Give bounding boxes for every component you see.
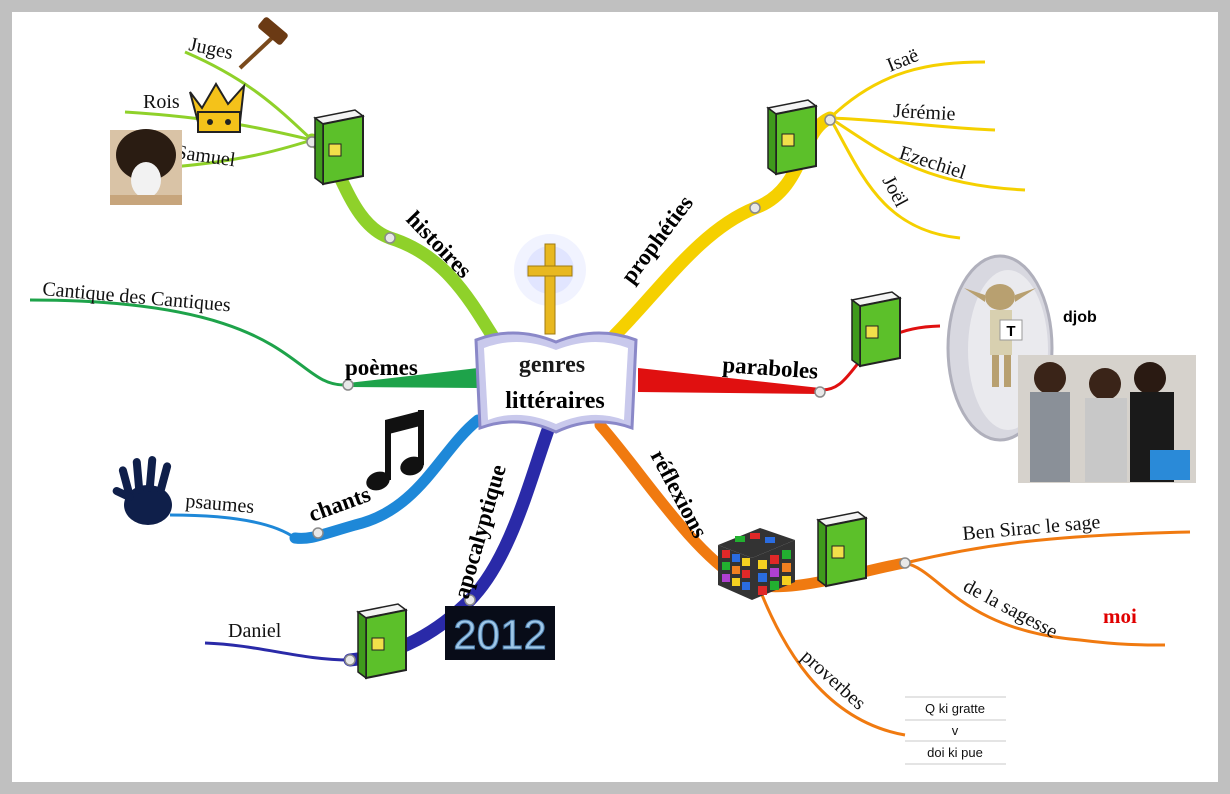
leaf-ezechiel[interactable]: Ezechiel [896, 142, 969, 184]
joint-dot [342, 379, 354, 391]
book-icon [851, 291, 901, 367]
table-row-2: v [952, 723, 959, 738]
mind-map: genres littéraires histoires prophéties … [29, 17, 1196, 765]
book-icon [817, 511, 867, 587]
group-photo [1018, 355, 1196, 483]
branch-chants-line [289, 414, 484, 544]
rubiks-cube-icon [718, 528, 795, 600]
joint-dot [824, 114, 836, 126]
t-badge-text: T [1006, 323, 1015, 340]
leaf-sagesse-line [904, 561, 1166, 647]
table-row-3: doi ki pue [927, 745, 983, 760]
moi-label: moi [1103, 604, 1137, 628]
leaf-juges-line [184, 50, 314, 142]
leaf-cantique[interactable]: Cantique des Cantiques [42, 278, 232, 316]
leaf-rois[interactable]: Rois [143, 91, 180, 113]
djob-label: djob [1063, 309, 1097, 326]
leaf-ezechiel-line [829, 116, 1026, 192]
open-bible-icon[interactable]: genres littéraires [474, 331, 638, 434]
leaf-jeremie[interactable]: Jérémie [893, 100, 956, 125]
joint-dot [749, 202, 761, 214]
joint-dot [344, 654, 356, 666]
joint-dot [814, 386, 826, 398]
branch-poemes-wedge [348, 368, 478, 388]
leaf-juges[interactable]: Juges [187, 33, 235, 64]
branch-paraboles-wedge [638, 368, 820, 394]
leaf-proverbes[interactable]: proverbes [797, 645, 870, 714]
t-badge: T [999, 319, 1023, 341]
leaf-daniel[interactable]: Daniel [228, 620, 282, 642]
book-icon [767, 99, 817, 175]
joint-dot [312, 527, 324, 539]
center-title-line2: littéraires [505, 388, 605, 414]
leaf-joel[interactable]: Joël [878, 172, 913, 211]
joint-dot [464, 594, 476, 606]
leaf-proverbes-line [758, 589, 906, 737]
year-2012-logo: 2012 [445, 606, 555, 660]
joint-dot [899, 557, 911, 569]
crown-icon [189, 82, 246, 133]
table-row-1: Q ki gratte [925, 701, 985, 716]
branch-propheties-label[interactable]: prophéties [616, 191, 698, 288]
joint-dot [384, 232, 396, 244]
leaf-isae-line [828, 60, 986, 120]
leaf-jeremie-line [829, 116, 996, 132]
book-icon [357, 603, 407, 679]
avatar-photo [110, 129, 182, 205]
music-note-icon [366, 410, 424, 491]
leaf-psaumes[interactable]: psaumes [185, 490, 256, 518]
leaf-isae[interactable]: Isaë [884, 44, 922, 77]
leaf-samuel-line [159, 138, 313, 170]
hand-print-icon [112, 456, 172, 525]
cross-icon [514, 234, 586, 335]
center-title-line1: genres [519, 352, 585, 378]
gavel-icon [238, 17, 288, 70]
leaf-bensirac-line [904, 530, 1191, 565]
leaf-joel-line [828, 117, 961, 240]
year-2012-text: 2012 [453, 611, 546, 658]
leaf-daniel-line [204, 641, 351, 662]
branch-poemes-label[interactable]: poèmes [345, 355, 418, 380]
note-table: Q ki gratte v doi ki pue [905, 696, 1006, 765]
leaf-psaumes-line [169, 513, 296, 540]
book-icon [314, 109, 364, 185]
